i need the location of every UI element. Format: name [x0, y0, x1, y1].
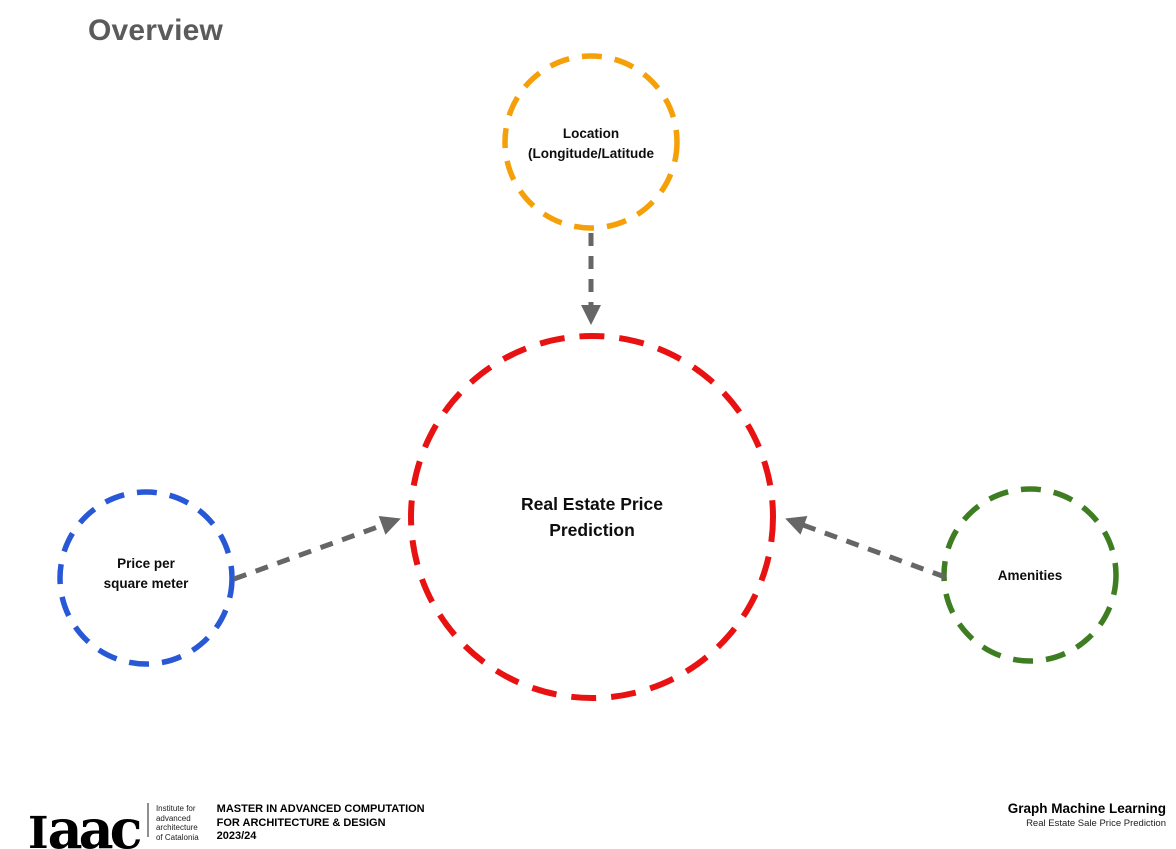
node-label-location: Location (Longitude/Latitude	[528, 124, 654, 164]
node-circle-center	[408, 333, 776, 701]
program-name: MASTER IN ADVANCED COMPUTATION FOR ARCHI…	[217, 803, 425, 844]
iaac-logo-aac: aac	[47, 797, 143, 849]
node-label-amenities: Amenities	[998, 566, 1063, 586]
node-label-location-line1: Location	[562, 126, 620, 141]
iaac-logo: I aac	[28, 797, 143, 849]
node-label-center-line2: Prediction	[549, 520, 635, 540]
institute-line2: advanced	[155, 813, 191, 823]
institute-line4: of Catalonia	[155, 832, 199, 842]
node-circle-price	[57, 489, 235, 667]
node-label-amenities-line1: Amenities	[997, 568, 1063, 583]
iaac-logo-i: I	[28, 808, 49, 849]
node-label-price-line1: Price per	[117, 556, 175, 571]
edge-price-to-center	[233, 515, 401, 582]
footer-left: I aac Institute for advanced architectur…	[28, 799, 425, 849]
institute-name: Institute for advanced architecture of C…	[156, 804, 199, 842]
node-label-price-line2: square meter	[103, 576, 189, 591]
program-line3: 2023/24	[216, 830, 257, 842]
node-circle-location	[502, 53, 680, 231]
page-title: Overview	[88, 14, 224, 47]
footer-right: Graph Machine Learning Real Estate Sale …	[1008, 801, 1166, 830]
edge-amenities-to-center	[785, 515, 946, 580]
node-label-price: Price per square meter	[104, 554, 189, 594]
institute-line3: architecture	[155, 823, 198, 833]
node-label-location-line2: (Longitude/Latitude	[528, 146, 654, 161]
program-line2: FOR ARCHITECTURE & DESIGN	[216, 816, 386, 829]
course-subtitle: Real Estate Sale Price Prediction	[1026, 818, 1166, 829]
institute-line1: Institute for	[155, 804, 196, 813]
logo-divider	[147, 803, 149, 837]
node-label-center: Real Estate Price Prediction	[521, 491, 663, 543]
program-line1: MASTER IN ADVANCED COMPUTATION	[216, 803, 425, 815]
node-label-center-line1: Real Estate Price	[520, 494, 664, 514]
course-title: Graph Machine Learning	[1007, 801, 1166, 816]
